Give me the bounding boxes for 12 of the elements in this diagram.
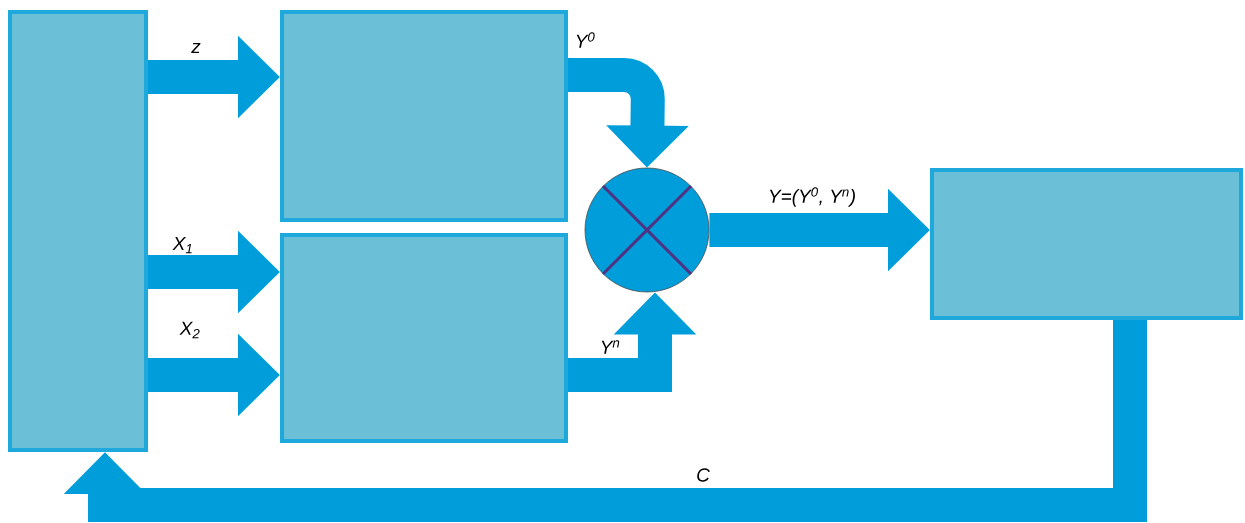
edge-label: C bbox=[697, 468, 710, 482]
edge-label: Y$^{n}$ bbox=[601, 340, 620, 354]
block-box bbox=[280, 233, 568, 443]
edge-label: X$_{2}$ bbox=[179, 321, 200, 339]
edge-label: z bbox=[191, 43, 201, 53]
block-box bbox=[280, 10, 568, 222]
edge-label: Y=(Y$^{0}$, Y$^{n}$) bbox=[769, 187, 855, 207]
edge-label: X$_{1}$ bbox=[172, 236, 192, 254]
block-arrow bbox=[63, 320, 1147, 522]
edge-label: Y$^{0}$ bbox=[576, 32, 595, 48]
block-box bbox=[930, 168, 1243, 320]
block-box bbox=[8, 10, 148, 452]
